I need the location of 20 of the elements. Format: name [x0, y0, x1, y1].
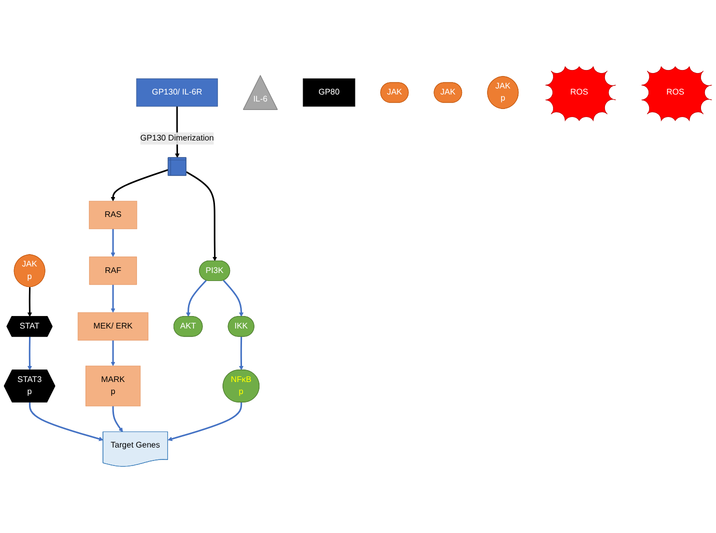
- arrow: [29, 402, 104, 442]
- edge-label: GP130 Dimerization: [140, 134, 214, 143]
- node-box: RAF: [89, 256, 137, 285]
- arrow: [186, 280, 207, 317]
- node-box: GP130/ IL-6R: [136, 78, 218, 107]
- arrow: [110, 169, 169, 202]
- node-box: MEK/ ERK: [78, 312, 148, 341]
- arrow: [239, 336, 244, 370]
- arrow: [27, 336, 32, 370]
- node-box: GP80: [302, 78, 356, 107]
- arrow: [27, 287, 32, 317]
- arrow: [112, 406, 123, 432]
- arrow: [110, 340, 116, 366]
- arrow: [168, 402, 242, 442]
- arrow: [110, 284, 116, 313]
- node-box: RAS: [88, 200, 138, 230]
- node-box: MARK p: [86, 366, 141, 406]
- arrow: [186, 171, 218, 262]
- arrow: [222, 280, 244, 317]
- arrow: [110, 228, 116, 258]
